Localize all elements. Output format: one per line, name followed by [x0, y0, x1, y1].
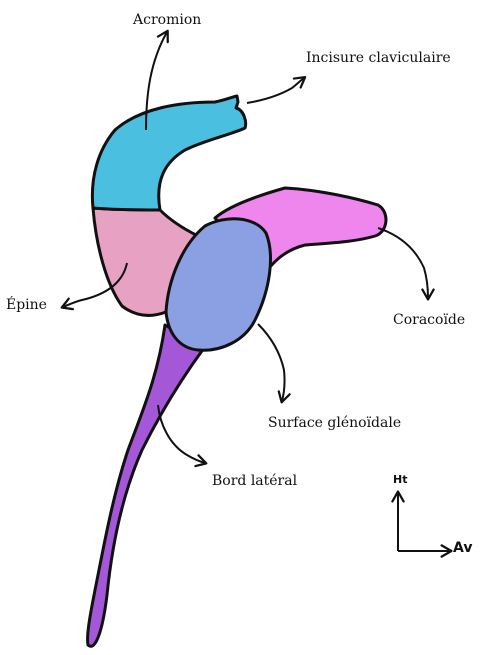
label-acromion: Acromion [133, 12, 201, 28]
axis-label-up: Ht [393, 473, 407, 486]
glenoid-pointer-arrow [258, 324, 285, 401]
lateral-border-region [88, 325, 204, 646]
axis-label-forward: Av [453, 540, 472, 556]
label-coracoide: Coracoïde [393, 312, 465, 328]
coracoide-pointer-arrow [378, 228, 428, 298]
label-epine: Épine [6, 297, 47, 313]
acromion-region [92, 96, 245, 210]
bord-lateral-pointer-arrow [158, 405, 205, 463]
label-incisure-claviculaire: Incisure claviculaire [306, 50, 451, 66]
incisure-pointer-arrow [247, 78, 304, 103]
label-bord-lateral: Bord latéral [212, 473, 297, 489]
label-surface-glenoidale: Surface glénoïdale [268, 415, 401, 431]
